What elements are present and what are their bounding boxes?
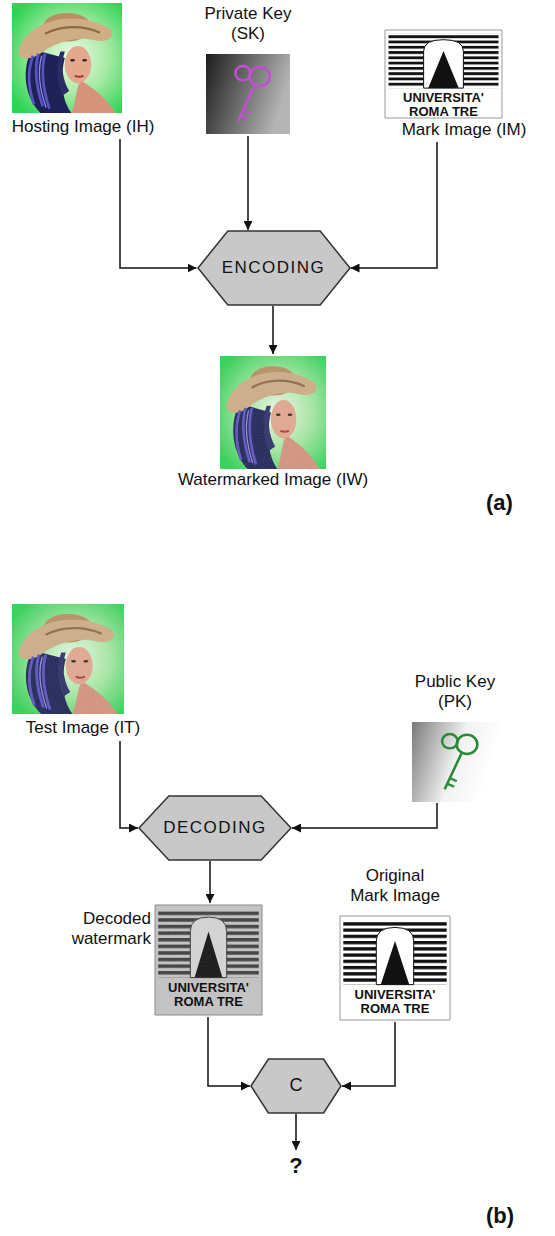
picture-noise: [155, 905, 262, 1015]
image-caption: Original Mark Image: [347, 866, 443, 907]
process-label: C: [290, 1075, 303, 1097]
hexagon-shape: [251, 1059, 341, 1113]
image-node: Watermarked Image (IW): [150, 354, 396, 490]
flow-arrow: [120, 139, 197, 268]
logo-text: UNIVERSITA' ROMA TRE: [347, 988, 443, 1015]
compare-hexagon: C: [250, 1058, 342, 1114]
flow-arrow: [208, 1017, 250, 1086]
picture-noise: [220, 356, 326, 469]
hexagon-shape: [139, 796, 291, 860]
output-symbol: ?: [276, 1153, 316, 1179]
process-hexagon: DECODING: [138, 795, 292, 861]
hexagon-shape: [198, 231, 350, 305]
decoded-logo: [155, 905, 262, 1015]
hosting-picture: [12, 3, 122, 113]
flow-arrow: [120, 741, 138, 828]
key-node: Private Key (SK): [188, 4, 308, 136]
mark-logo: [385, 30, 502, 118]
image-caption: Mark Image (IM): [376, 120, 552, 140]
figure-label: (a): [486, 490, 548, 516]
flow-arrow: [292, 803, 437, 828]
figure-label: (b): [486, 1203, 548, 1229]
process-label: ENCODING: [222, 258, 326, 278]
logo-text: UNIVERSITA' ROMA TRE: [396, 91, 492, 118]
image-caption: Watermarked Image (IW): [150, 470, 396, 490]
logo-text: UNIVERSITA' ROMA TRE: [161, 981, 257, 1008]
image-node: Decoded watermarkUNIVERSITA' ROMA TRE: [67, 903, 264, 1017]
output-arrow: [295, 1114, 297, 1150]
process-hexagon: ENCODING: [197, 230, 351, 306]
flow-arrow: [247, 136, 249, 230]
flow-arrow: [342, 1022, 395, 1086]
test-picture: [12, 604, 124, 714]
image-caption: Decoded watermark: [67, 909, 151, 950]
image-caption: Test Image (IT): [4, 718, 162, 738]
picture-noise: [12, 604, 124, 714]
image-node: Hosting Image (IH): [4, 3, 162, 139]
public-key-icon: [412, 722, 498, 802]
process-label: DECODING: [163, 818, 267, 838]
key-caption: Public Key (PK): [405, 672, 505, 713]
image-node: Original Mark ImageUNIVERSITA' ROMA TRE: [335, 866, 455, 1022]
flow-arrow: [209, 861, 211, 903]
image-node: Mark Image (IM)UNIVERSITA' ROMA TRE: [376, 28, 552, 142]
private-key-icon: [206, 54, 290, 134]
image-caption: Hosting Image (IH): [4, 117, 162, 137]
image-node: Test Image (IT): [4, 602, 162, 741]
flow-arrow: [351, 142, 438, 268]
watermarked-picture: [220, 356, 326, 469]
flow-arrow: [272, 306, 274, 354]
key-node: Public Key (PK): [395, 672, 515, 803]
original-logo: [340, 916, 450, 1020]
key-caption: Private Key (SK): [198, 4, 298, 45]
